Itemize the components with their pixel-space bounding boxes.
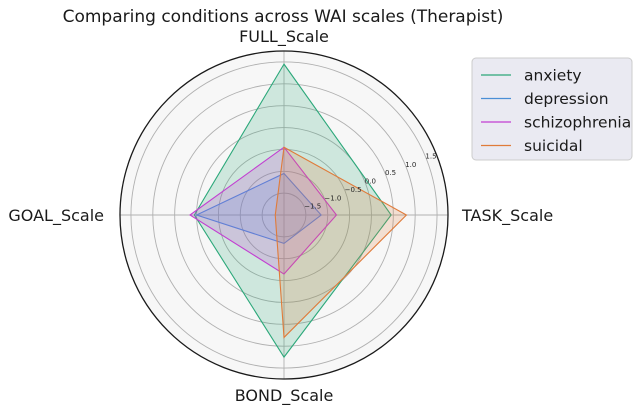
legend-label-depression: depression [524, 90, 609, 108]
axis-label-TASK_Scale: TASK_Scale [461, 206, 553, 226]
axis-label-GOAL_Scale: GOAL_Scale [8, 206, 104, 226]
legend-frame [471, 57, 633, 161]
legend: anxiety depression schizophrenia suicidal [471, 57, 633, 161]
r-tick-label: −1.0 [324, 194, 341, 202]
series-area-anxiety [194, 64, 392, 358]
radial-tick-labels: −1.5−1.0 −0.50.0 0.5 1.0 1.5 [304, 152, 436, 210]
legend-label-anxiety: anxiety [524, 67, 582, 85]
r-tick-label: −1.5 [304, 203, 321, 211]
axis-label-FULL_Scale: FULL_Scale [239, 27, 329, 47]
legend-label-schizophrenia: schizophrenia [524, 114, 631, 132]
r-tick-label: 0.5 [385, 169, 396, 177]
r-tick-label: −0.5 [345, 186, 362, 194]
series-area-schizophrenia [189, 147, 337, 275]
series-line-schizophrenia [188, 146, 338, 275]
chart-title: Comparing conditions across WAI scales (… [63, 7, 504, 27]
series-layer [188, 63, 408, 359]
r-tick-label: 1.0 [405, 161, 416, 169]
plot-frame [119, 50, 449, 380]
series-area-suicidal [275, 147, 407, 338]
series-line-depression [195, 172, 322, 245]
r-tick-label: 0.0 [365, 178, 376, 186]
legend-label-suicidal: suicidal [524, 137, 583, 155]
series-line-anxiety [193, 63, 392, 359]
series-area-depression [196, 173, 322, 244]
axis-label-BOND_Scale: BOND_Scale [235, 386, 334, 406]
series-line-suicidal [274, 146, 408, 339]
r-tick-label: 1.5 [425, 152, 436, 160]
